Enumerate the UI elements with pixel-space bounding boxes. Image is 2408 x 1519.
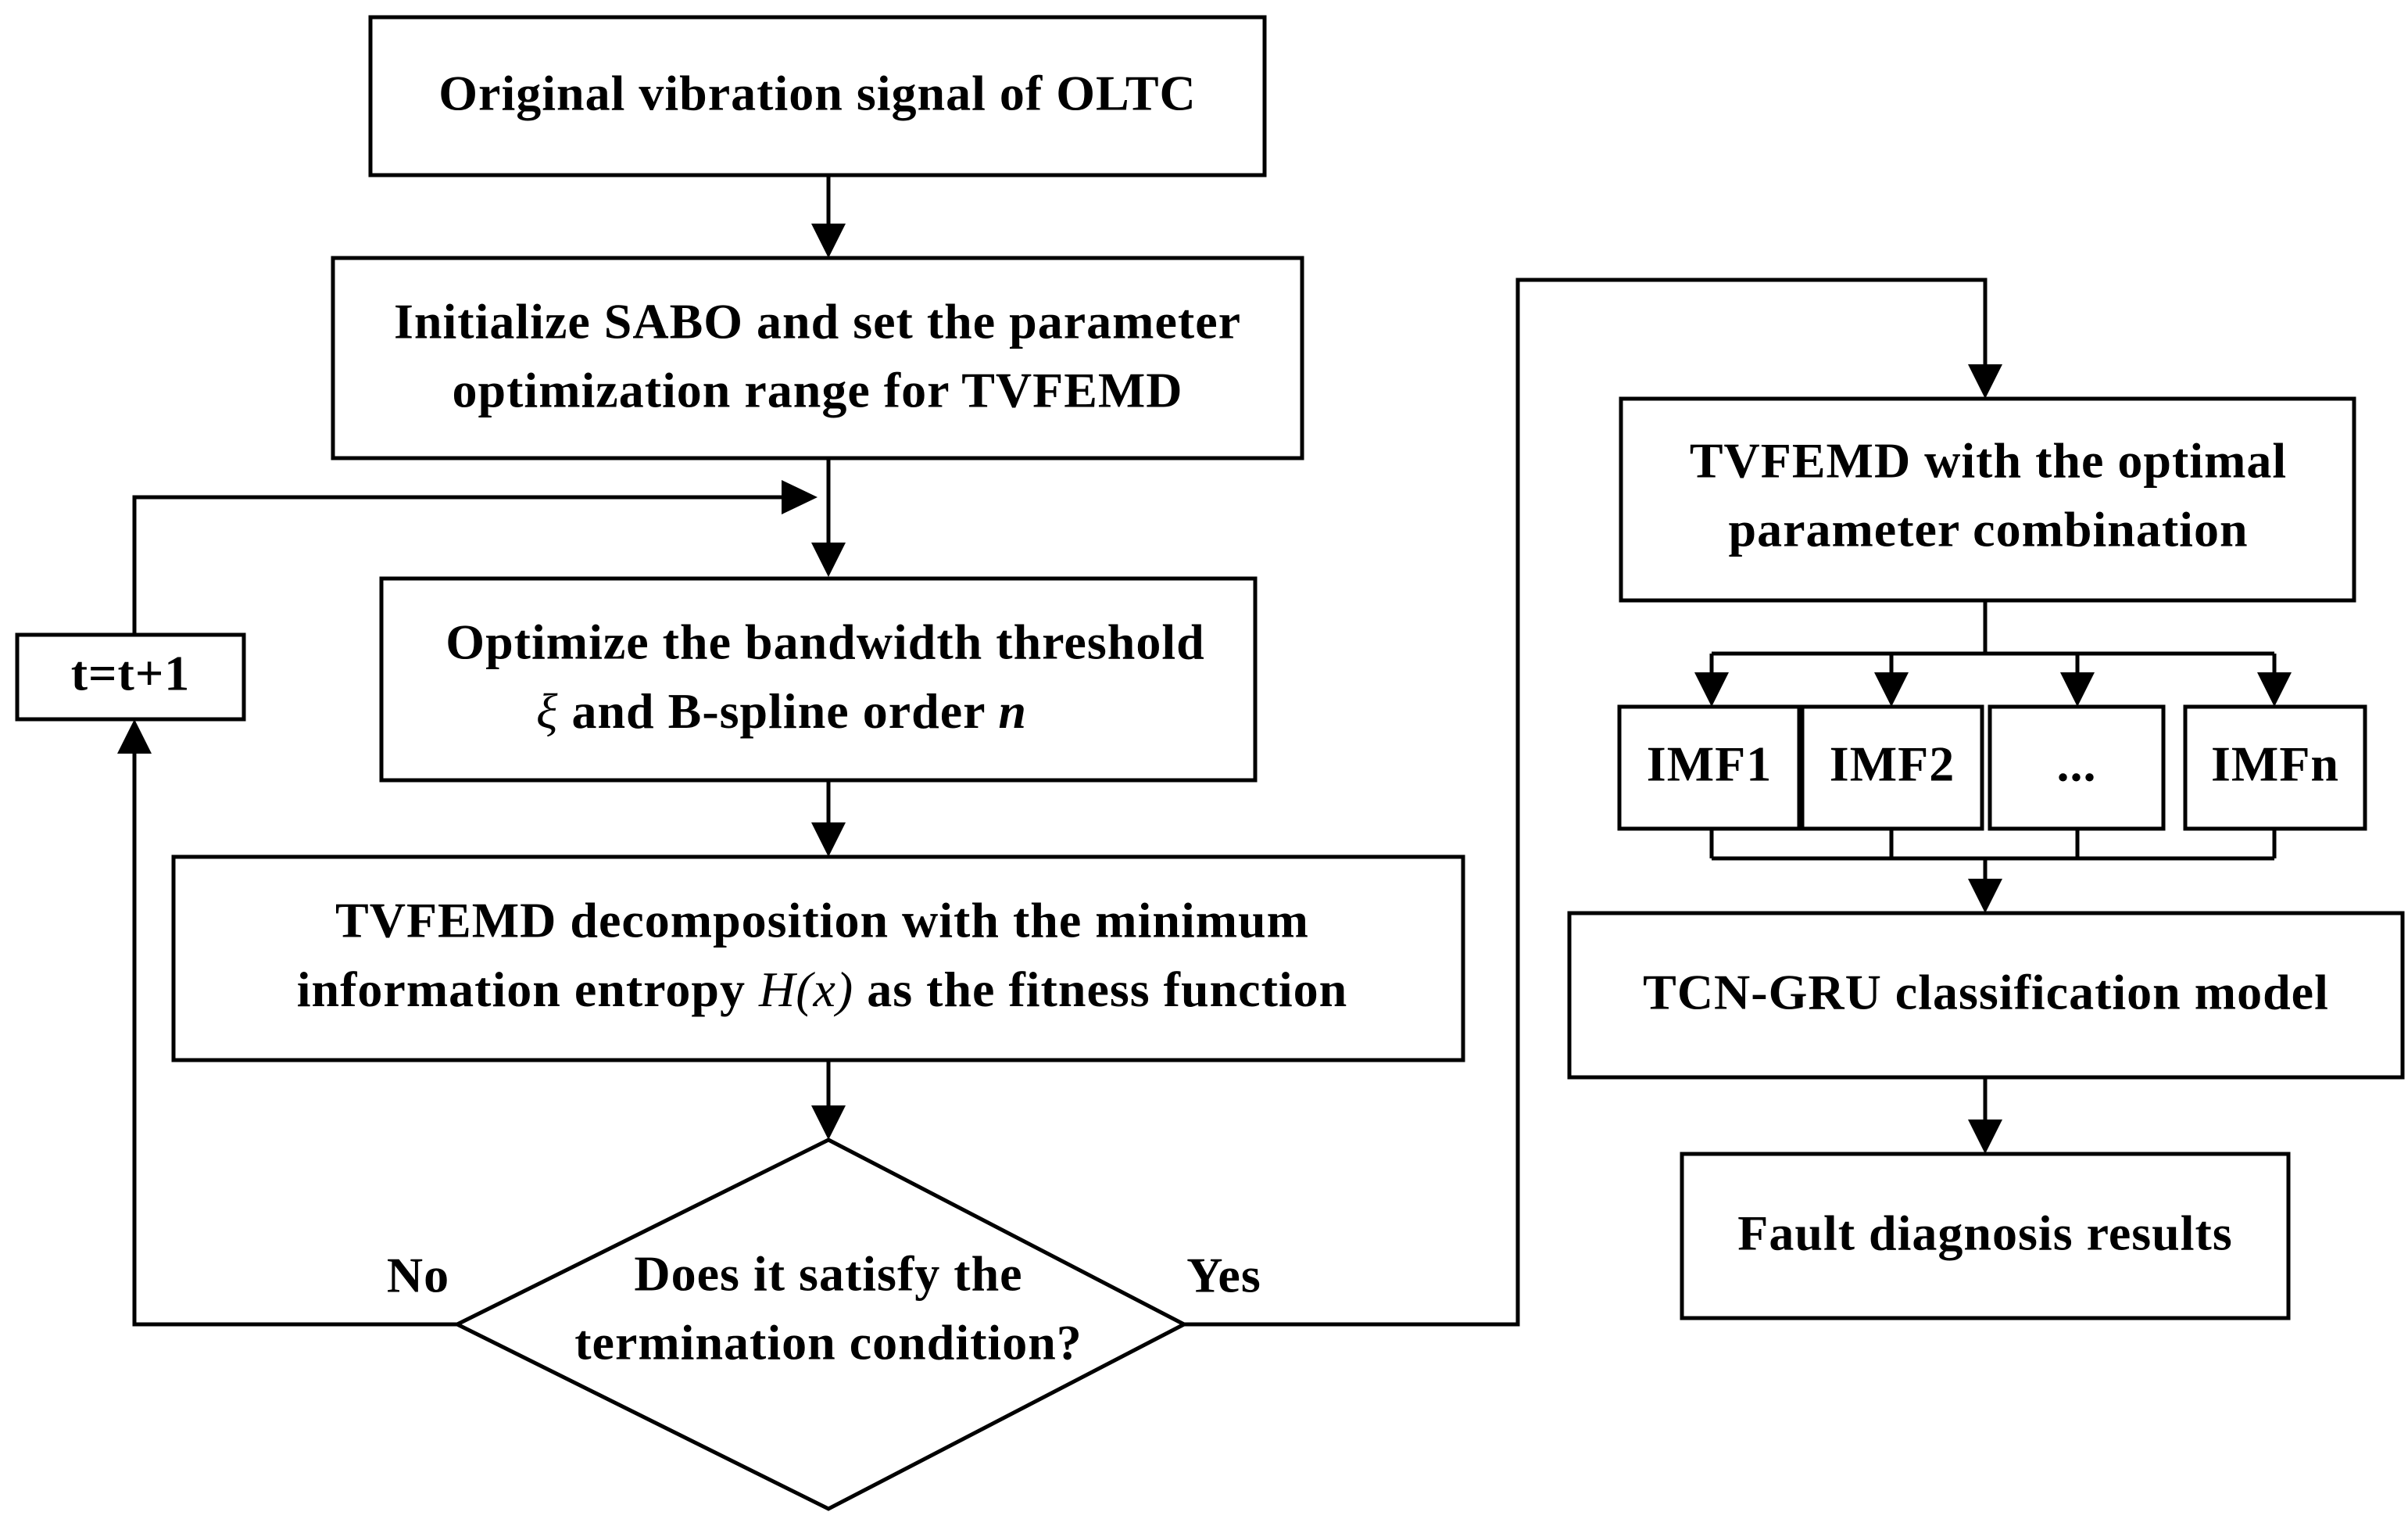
imf1-text: IMF1 [1647, 736, 1772, 792]
arrowhead-counter [117, 719, 152, 754]
n-symbol: n [998, 683, 1027, 739]
yes-label: Yes [1186, 1248, 1261, 1303]
optimal-text-line2: parameter combination [1728, 502, 2248, 557]
node-imf2: IMF2 [1800, 704, 1984, 831]
arrowhead-decomp [811, 822, 846, 857]
arrowhead-classifier [1968, 879, 2002, 913]
node-results: Fault diagnosis results [1680, 1152, 2291, 1320]
node-original: Original vibration signal of OLTC [368, 15, 1267, 177]
edge-yes-to-optimal [1184, 278, 1988, 1327]
decomposition-text-line1: TVFEMD decomposition with the minimum [335, 893, 1309, 948]
imf2-text: IMF2 [1830, 736, 1955, 792]
node-optimal: TVFEMD with the optimal parameter combin… [1619, 396, 2356, 603]
optimize-text-line2: ξ and B-spline order n [536, 683, 1027, 739]
edge-no-to-counter [132, 749, 457, 1327]
node-decomposition: TVFEMD decomposition with the minimum in… [171, 854, 1465, 1062]
arrowhead-results [1968, 1120, 2002, 1154]
counter-text: t=t+1 [71, 646, 191, 701]
arrowhead-optimize [811, 543, 846, 577]
results-text: Fault diagnosis results [1737, 1206, 2233, 1261]
node-initialize: Initialize SABO and set the parameter op… [331, 256, 1304, 460]
optimal-text-line1: TVFEMD with the optimal [1690, 433, 2287, 489]
arrowhead-imfn [2257, 672, 2292, 707]
decomp-post-text: as the fitness function [853, 962, 1347, 1017]
optimize-text-line1: Optimize the bandwidth threshold [445, 614, 1204, 670]
edge-counter-loop [132, 495, 789, 635]
initialize-text-line1: Initialize SABO and set the parameter [394, 294, 1241, 349]
imf-dots-text: ... [2057, 736, 2097, 792]
decision-text-line1: Does it satisfy the [634, 1246, 1022, 1302]
decision-text-line2: termination condition? [574, 1315, 1082, 1370]
decomp-pre-text: information entropy [297, 962, 759, 1017]
original-text: Original vibration signal of OLTC [438, 66, 1196, 121]
arrowhead-loop [782, 480, 818, 514]
classifier-text: TCN-GRU classification model [1643, 965, 2329, 1020]
no-label: No [387, 1248, 449, 1303]
arrowhead-imf1 [1694, 672, 1729, 707]
decomposition-text-line2: information entropy H(x) as the fitness … [297, 962, 1348, 1017]
node-imfn: IMFn [2183, 704, 2367, 831]
imfn-text: IMFn [2211, 736, 2339, 792]
connectors [117, 175, 2292, 1327]
arrowhead-optimal [1968, 364, 2002, 399]
initialize-text-line2: optimization range for TVFEMD [453, 363, 1183, 418]
arrowhead-imf-dots [2060, 672, 2095, 707]
optimize-mid-text: and B-spline order [558, 683, 998, 739]
node-decision: Does it satisfy the termination conditio… [453, 1137, 1189, 1511]
xi-symbol: ξ [536, 683, 558, 739]
node-optimize: Optimize the bandwidth threshold ξ and B… [379, 576, 1258, 783]
arrowhead-init [811, 224, 846, 258]
node-counter: t=t+1 [15, 632, 246, 722]
node-imf-dots: ... [1988, 704, 2166, 831]
node-classifier: TCN-GRU classification model [1567, 911, 2405, 1080]
hx-symbol: H(x) [758, 962, 853, 1017]
arrowhead-imf2 [1874, 672, 1909, 707]
arrowhead-decision [811, 1105, 846, 1140]
node-imf1: IMF1 [1617, 704, 1802, 831]
